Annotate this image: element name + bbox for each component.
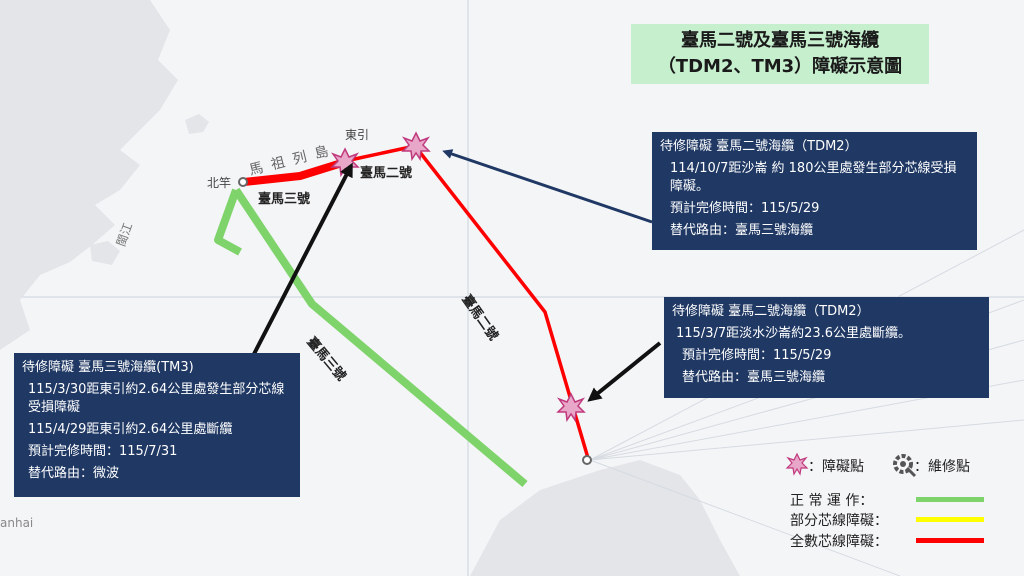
legend-normal-line	[916, 497, 984, 502]
info-header: 待修障礙 臺馬二號海纜（TDM2）	[672, 304, 870, 319]
cable-tm3-fault	[243, 158, 347, 186]
info-route: 替代路由：微波	[28, 466, 120, 481]
label-dongyin: 東引	[345, 128, 370, 142]
info-header: 待修障礙 臺馬三號海纜(TM3)	[22, 360, 194, 375]
legend-partial-label: 部分芯線障礙：	[790, 513, 888, 529]
arrow-tm3	[252, 162, 353, 355]
cable-label-tdm2-top: 臺馬二號	[360, 166, 413, 181]
landing-point-taiwan	[582, 455, 592, 465]
info-detail: 115/4/29距東引約2.64公里處斷纜	[28, 422, 233, 437]
map-title: 臺馬二號及臺馬三號海纜 （TDM2、TM3）障礙示意圖	[631, 24, 929, 84]
cable-tdm2-fault	[349, 144, 590, 459]
cable-label-tm3-top: 臺馬三號	[258, 192, 311, 207]
fault-marker	[556, 392, 586, 423]
map-title-line1: 臺馬二號及臺馬三號海纜	[681, 30, 879, 51]
mainland-land	[0, 0, 178, 350]
legend-normal-label: 正 常 運 作：	[790, 493, 874, 509]
island	[90, 241, 120, 265]
info-eta: 預計完修時間：115/5/29	[670, 201, 820, 216]
fault-marker	[401, 131, 431, 162]
legend-fault-label: ：障礙點	[808, 459, 864, 475]
info-detail: 115/3/30距東引約2.64公里處發生部分芯線受損障礙	[28, 382, 285, 415]
info-route: 替代路由：臺馬三號海纜	[682, 370, 826, 385]
legend-full-line	[916, 538, 984, 543]
legend-repair-icon	[893, 454, 917, 478]
legend-partial-line	[916, 517, 984, 522]
info-header: 待修障礙 臺馬二號海纜（TDM2）	[660, 139, 858, 154]
taiwan-land	[470, 460, 740, 576]
arrow-tdm2-partial	[442, 149, 653, 224]
info-box-tm3: 待修障礙 臺馬三號海纜(TM3) 115/3/30距東引約2.64公里處發生部分…	[14, 353, 300, 497]
info-box-tdm2-break: 待修障礙 臺馬二號海纜（TDM2） 115/3/7距淡水沙崙約23.6公里處斷纜…	[664, 297, 989, 398]
info-route: 替代路由：臺馬三號海纜	[670, 223, 814, 238]
info-box-tdm2-partial: 待修障礙 臺馬二號海纜（TDM2） 114/10/7距沙崙 約 180公里處發生…	[652, 132, 977, 250]
island	[185, 114, 209, 134]
label-beigan: 北竿	[207, 176, 232, 190]
info-detail: 114/10/7距沙崙 約 180公里處發生部分芯線受損障礙。	[670, 161, 957, 194]
info-eta: 預計完修時間：115/7/31	[28, 444, 178, 459]
legend-fault-icon	[785, 452, 809, 476]
legend-repair-label: ：維修點	[914, 459, 970, 475]
landing-point-beigan	[238, 177, 248, 187]
info-detail: 115/3/7距淡水沙崙約23.6公里處斷纜。	[676, 326, 912, 341]
info-eta: 預計完修時間：115/5/29	[682, 348, 832, 363]
cable-tm3-normal	[214, 188, 242, 256]
arrow-tdm2-break	[587, 341, 662, 402]
legend-full-label: 全數芯線障礙：	[790, 534, 888, 550]
map-title-line2: （TDM2、TM3）障礙示意圖	[657, 56, 903, 77]
label-shanghai: anhai	[0, 516, 34, 530]
cable-tm3-normal	[232, 187, 528, 488]
